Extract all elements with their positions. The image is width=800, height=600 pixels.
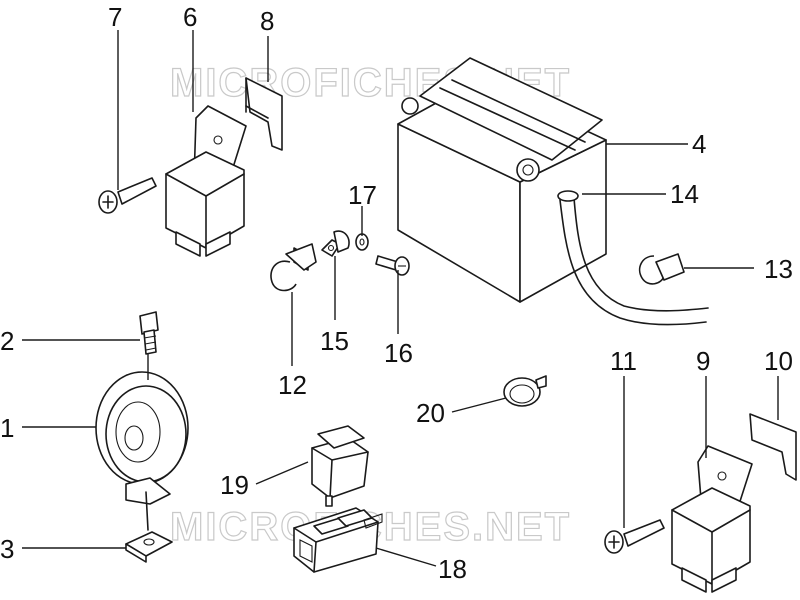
callout-3: 3 bbox=[0, 534, 14, 564]
callout-13: 13 bbox=[764, 254, 793, 284]
callout-18: 18 bbox=[438, 554, 467, 584]
leader-lines bbox=[22, 30, 779, 567]
horn-nut bbox=[125, 531, 173, 563]
callout-14: 14 bbox=[670, 179, 699, 209]
callout-9: 9 bbox=[696, 346, 710, 376]
callout-15: 15 bbox=[320, 326, 349, 356]
fuse-clip-12 bbox=[270, 243, 317, 292]
screw-16 bbox=[375, 255, 410, 276]
callout-8: 8 bbox=[260, 6, 274, 36]
callout-6: 6 bbox=[183, 2, 197, 32]
screw-bottom bbox=[604, 519, 665, 554]
callout-16: 16 bbox=[384, 338, 413, 368]
fuse-clip-13 bbox=[638, 253, 685, 285]
callout-4: 4 bbox=[692, 129, 706, 159]
hose-clip-20 bbox=[503, 375, 547, 407]
terminal-15 bbox=[321, 230, 350, 257]
callout-7: 7 bbox=[108, 2, 122, 32]
vent-hose bbox=[557, 190, 709, 326]
relay-holder-18 bbox=[293, 507, 383, 573]
screw-top bbox=[98, 177, 157, 214]
callout-12: 12 bbox=[278, 370, 307, 400]
callout-20: 20 bbox=[416, 398, 445, 428]
horn bbox=[95, 371, 189, 531]
callout-11: 11 bbox=[610, 346, 637, 376]
washer-17 bbox=[355, 233, 369, 251]
callouts: 7 6 8 4 14 13 17 15 16 12 2 1 3 19 18 20… bbox=[0, 2, 793, 584]
callout-19: 19 bbox=[220, 470, 249, 500]
relay-bottom bbox=[671, 413, 797, 593]
battery bbox=[397, 57, 607, 303]
callout-17: 17 bbox=[348, 180, 377, 210]
relay-top bbox=[165, 77, 283, 257]
horn-bolt bbox=[139, 311, 159, 355]
callout-1: 1 bbox=[0, 413, 14, 443]
relay-19 bbox=[311, 425, 369, 507]
callout-10: 10 bbox=[764, 346, 793, 376]
callout-2: 2 bbox=[0, 326, 14, 356]
